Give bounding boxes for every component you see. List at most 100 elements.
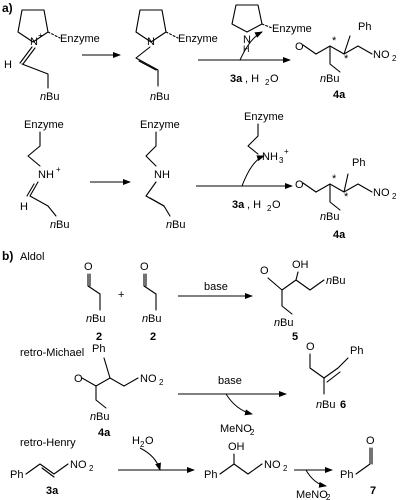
section-label-a: a) bbox=[2, 1, 13, 15]
svg-text:O: O bbox=[84, 261, 93, 273]
curved-arrow bbox=[239, 31, 263, 61]
enzyme-label: Enzyme bbox=[60, 33, 100, 45]
svg-text:, H: , H bbox=[247, 199, 261, 211]
svg-text:Enzyme: Enzyme bbox=[24, 119, 64, 131]
svg-text:2: 2 bbox=[140, 440, 145, 449]
enamine-2: Enzyme NH n Bu bbox=[140, 119, 185, 231]
compound-6: O Ph n Bu 6 bbox=[306, 341, 363, 411]
svg-text:2: 2 bbox=[267, 204, 272, 213]
curved-arrow bbox=[241, 155, 265, 187]
svg-text:2: 2 bbox=[89, 464, 94, 473]
svg-text:*: * bbox=[332, 35, 337, 47]
svg-text:NH: NH bbox=[262, 151, 278, 163]
svg-text:Bu: Bu bbox=[326, 211, 339, 223]
svg-text:5: 5 bbox=[292, 331, 298, 343]
svg-text:base: base bbox=[204, 281, 228, 293]
svg-text:n: n bbox=[274, 317, 280, 329]
svg-text:Bu: Bu bbox=[172, 219, 185, 231]
svg-text:NH: NH bbox=[154, 169, 170, 181]
svg-text:MeNO: MeNO bbox=[296, 489, 328, 500]
product-4a-1: O Ph NO 2 * * n Bu 4a bbox=[295, 21, 397, 101]
compound-2a: O n Bu 2 bbox=[84, 261, 105, 343]
svg-text:H: H bbox=[20, 201, 28, 213]
svg-text:O: O bbox=[145, 435, 154, 447]
svg-text:MeNO: MeNO bbox=[220, 423, 252, 435]
svg-text:Bu: Bu bbox=[156, 91, 169, 103]
svg-text:n: n bbox=[150, 91, 156, 103]
svg-text:Ph: Ph bbox=[10, 469, 23, 481]
svg-text:2: 2 bbox=[392, 54, 397, 63]
svg-text:O: O bbox=[295, 179, 304, 191]
compound-2b: O n Bu 2 bbox=[140, 261, 161, 343]
svg-text:n: n bbox=[142, 313, 148, 325]
svg-text:NO: NO bbox=[70, 459, 87, 471]
svg-text:NO: NO bbox=[140, 373, 157, 385]
svg-text:n: n bbox=[320, 211, 326, 223]
curved-arrow bbox=[225, 393, 253, 416]
svg-text:Enzyme: Enzyme bbox=[140, 119, 180, 131]
svg-text:OH: OH bbox=[292, 259, 309, 271]
svg-text:O: O bbox=[260, 265, 269, 277]
svg-text:Bu: Bu bbox=[322, 399, 335, 411]
svg-text:O: O bbox=[366, 435, 375, 447]
curved-arrow bbox=[139, 447, 161, 471]
compound-4a: 4a bbox=[333, 229, 346, 241]
svg-text:6: 6 bbox=[340, 399, 346, 411]
svg-text:base: base bbox=[218, 375, 242, 387]
svg-text:Ph: Ph bbox=[340, 469, 353, 481]
compound-3a: Ph NO 2 3a bbox=[10, 459, 94, 497]
svg-text:O: O bbox=[140, 261, 149, 273]
svg-text:*: * bbox=[332, 173, 337, 185]
reaction-aldol: Aldol bbox=[20, 251, 44, 263]
svg-text:O: O bbox=[270, 73, 279, 85]
svg-text:Bu: Bu bbox=[280, 317, 293, 329]
svg-text:NO: NO bbox=[373, 187, 390, 199]
svg-text:2: 2 bbox=[326, 493, 331, 500]
svg-text:+: + bbox=[118, 289, 124, 301]
svg-text:3: 3 bbox=[279, 156, 284, 165]
svg-text:Bu: Bu bbox=[326, 73, 339, 85]
svg-text:Bu: Bu bbox=[332, 275, 345, 287]
svg-text:3a: 3a bbox=[46, 485, 59, 497]
svg-text:*: * bbox=[344, 53, 349, 65]
compound-5: O OH n Bu n Bu 5 bbox=[260, 259, 345, 343]
svg-text:3a: 3a bbox=[230, 73, 243, 85]
iminium-ion-2: Enzyme NH + H n Bu bbox=[20, 119, 69, 231]
svg-text:OH: OH bbox=[228, 441, 245, 453]
svg-text:NO: NO bbox=[373, 49, 390, 61]
svg-text:Ph: Ph bbox=[92, 343, 105, 355]
svg-text:2: 2 bbox=[159, 378, 164, 387]
svg-text:+: + bbox=[38, 31, 43, 40]
svg-text:Bu: Bu bbox=[96, 411, 109, 423]
svg-text:7: 7 bbox=[370, 485, 376, 497]
svg-text:Enzyme: Enzyme bbox=[244, 111, 284, 123]
svg-text:N: N bbox=[147, 36, 155, 48]
svg-text:n: n bbox=[166, 219, 172, 231]
enamine-1: N Enzyme n Bu bbox=[135, 9, 218, 103]
svg-text:+: + bbox=[56, 165, 61, 174]
svg-text:Ph: Ph bbox=[352, 157, 365, 169]
svg-text:N: N bbox=[243, 34, 251, 46]
svg-text:n: n bbox=[86, 313, 92, 325]
svg-text:2: 2 bbox=[283, 464, 288, 473]
svg-text:O: O bbox=[306, 341, 315, 353]
svg-text:n: n bbox=[50, 219, 56, 231]
curved-arrow bbox=[305, 469, 327, 488]
reaction-retro-henry: retro-Henry bbox=[20, 437, 76, 449]
svg-text:Ph: Ph bbox=[350, 345, 363, 357]
svg-text:n: n bbox=[316, 399, 322, 411]
section-label-b: b) bbox=[2, 249, 13, 263]
svg-text:Enzyme: Enzyme bbox=[272, 23, 312, 35]
svg-text:, H: , H bbox=[245, 73, 259, 85]
svg-text:H: H bbox=[132, 435, 140, 447]
svg-text:2: 2 bbox=[392, 192, 397, 201]
svg-text:2: 2 bbox=[265, 78, 270, 87]
svg-text:Bu: Bu bbox=[46, 91, 59, 103]
svg-text:n: n bbox=[326, 275, 332, 287]
svg-text:O: O bbox=[295, 41, 304, 53]
svg-text:n: n bbox=[40, 91, 46, 103]
svg-text:Bu: Bu bbox=[56, 219, 69, 231]
svg-text:NH: NH bbox=[38, 169, 54, 181]
n-atom: N bbox=[30, 36, 38, 48]
